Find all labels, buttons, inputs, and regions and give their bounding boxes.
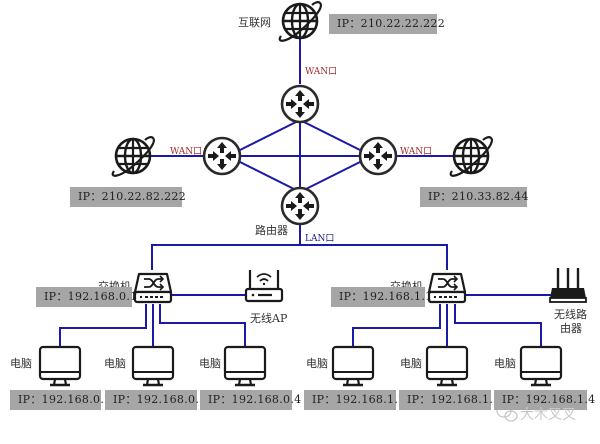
globe-icon-right [449,135,494,178]
pc-label-left-3: 电脑 [199,357,221,370]
link-switch-left-pc3 [159,304,246,346]
monitor-icon-right-2 [425,345,469,387]
wan-port-label-left: WAN口 [170,147,203,157]
wireless-ap-icon [244,270,284,303]
ip-box-pc-left-2: IP：192.168.0.3 [105,390,206,410]
pc-label-left-2: 电脑 [104,357,126,370]
core-router-label: 路由器 [255,224,288,237]
ip-box-pc-right-3: IP：192.168.1.4 [494,390,595,410]
globe-icon-left [111,135,156,178]
internet-label: 互联网 [238,16,271,29]
ip-box-pc-right-2: IP：192.168.1.3 [399,390,500,410]
link-switch-right-pc3 [454,304,542,346]
link-switch-left-pc1 [59,304,147,346]
ip-box-internet-top: IP：210.22.22.222 [329,14,445,34]
ip-box-switch-left: IP：192.168.0.1 [36,287,137,307]
wireless-router-icon [549,268,587,303]
switch-icon-left [133,272,173,304]
globe-icon-top [278,0,323,43]
pc-label-right-3: 电脑 [494,357,516,370]
link-switch-right-pc1 [352,304,441,346]
wan-port-label-right: WAN口 [400,147,433,157]
router-icon-top [280,84,320,124]
monitor-icon-right-1 [331,345,375,387]
wan-port-label-top: WAN口 [305,67,338,77]
watermark-text: 大木叉叉 [520,407,576,423]
ip-box-pc-left-1: IP：192.168.0.2 [10,390,111,410]
ip-box-pc-left-3: IP：192.168.0.4 [200,390,301,410]
monitor-icon-right-3 [519,345,563,387]
wireless-router-label-line1: 无线路 [554,308,587,321]
router-icon-core [280,186,320,226]
monitor-icon-left-2 [131,345,175,387]
router-icon-right [358,136,398,176]
router-icon-left [202,136,242,176]
pc-label-left-1: 电脑 [10,357,32,370]
pc-label-right-1: 电脑 [306,357,328,370]
ip-box-internet-left: IP：210.22.82.222 [70,187,186,207]
ip-box-switch-right: IP：192.168.1.1 [331,287,432,307]
ip-box-internet-right: IP：210.33.82.44 [420,187,528,207]
monitor-icon-left-3 [223,345,267,387]
link-lan-bus [151,244,448,270]
pc-label-right-2: 电脑 [400,357,422,370]
monitor-icon-left-1 [38,345,82,387]
links [59,38,552,346]
wireless-router-label-line2: 由器 [560,322,582,335]
wireless-ap-label: 无线AP [250,312,288,325]
switch-icon-right [427,272,467,304]
lan-port-label: LAN口 [305,234,335,244]
ip-box-pc-right-1: IP：192.168.1.2 [304,390,405,410]
